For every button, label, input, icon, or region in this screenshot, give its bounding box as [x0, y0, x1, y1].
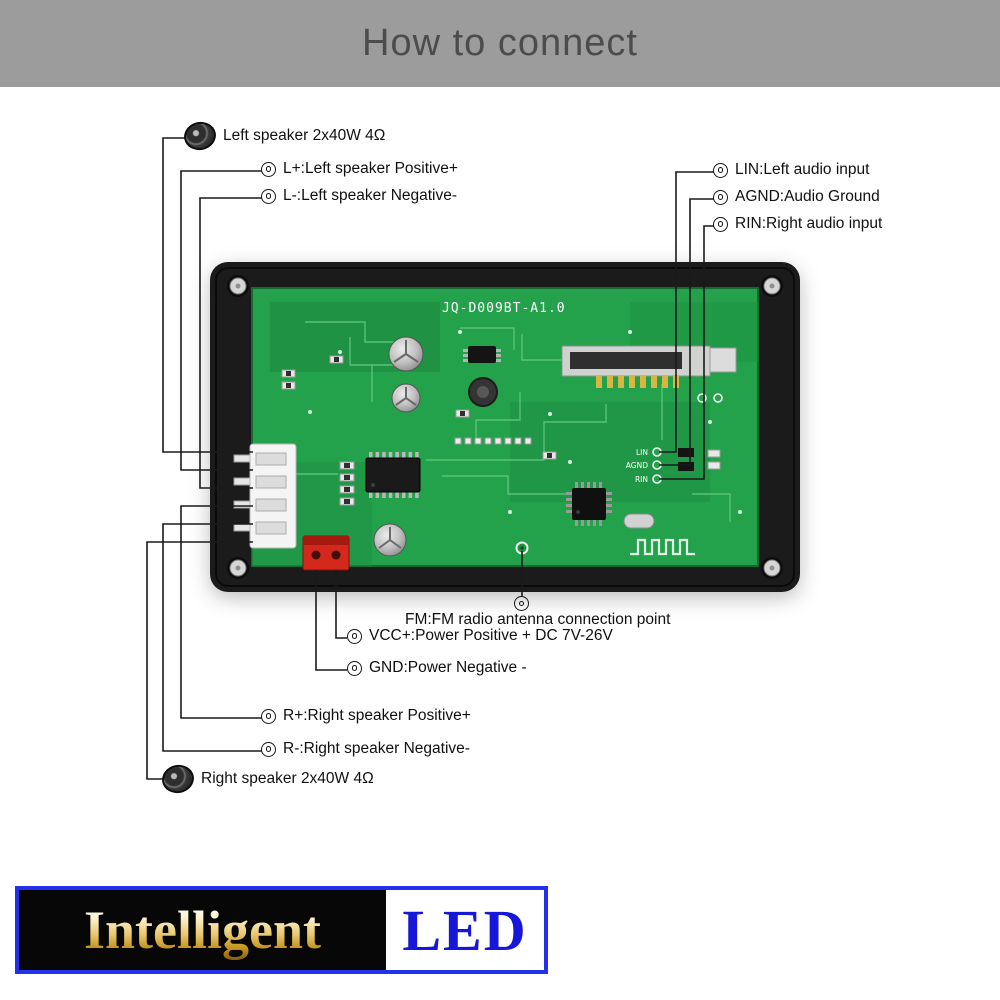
logo-left-panel: Intelligent: [19, 890, 386, 970]
label-l-minus: L-:Left speaker Negative-: [261, 187, 457, 205]
header-banner: How to connect: [0, 0, 1000, 87]
board-silkscreen-title: JQ-D009BT-A1.0: [442, 301, 566, 316]
label-gnd-text: GND:Power Negative -: [369, 659, 527, 676]
terminal-icon: [347, 628, 362, 644]
resistors: [281, 355, 557, 506]
speaker-icon: [159, 761, 197, 797]
terminal-icon: [713, 216, 728, 232]
label-r-minus: R-:Right speaker Negative-: [261, 740, 470, 758]
inductor: [468, 377, 498, 407]
label-fm: FM:FM radio antenna connection point: [405, 611, 670, 629]
label-lin-text: LIN:Left audio input: [735, 161, 870, 178]
pad-label-rin: RIN: [635, 475, 648, 484]
pad-label-agnd: AGND: [626, 461, 648, 470]
power-connector: [302, 535, 350, 571]
label-r-minus-text: R-:Right speaker Negative-: [283, 740, 470, 757]
terminal-icon: [514, 596, 529, 611]
pcb-antenna: [630, 538, 695, 556]
label-r-plus-text: R+:Right speaker Positive+: [283, 707, 471, 724]
label-left-speaker-text: Left speaker 2x40W 4Ω: [223, 127, 386, 144]
capacitor-large-1: [388, 336, 424, 372]
terminal-icon: [347, 660, 362, 676]
label-rin: RIN:Right audio input: [713, 215, 882, 233]
terminal-icon: [261, 188, 276, 204]
header-pad-row: [454, 437, 532, 445]
small-ic: [463, 346, 501, 363]
capacitor-large-2: [391, 383, 421, 413]
sop16-ic: [365, 452, 421, 498]
label-l-plus: L+:Left speaker Positive+: [261, 160, 458, 178]
terminal-icon: [261, 708, 276, 724]
terminal-icon: [713, 189, 728, 205]
label-vcc-text: VCC+:Power Positive + DC 7V-26V: [369, 627, 613, 644]
label-r-plus: R+:Right speaker Positive+: [261, 707, 471, 725]
fm-terminal: [514, 596, 529, 611]
label-gnd: GND:Power Negative -: [347, 659, 527, 677]
brand-logo: Intelligent LED: [15, 886, 548, 974]
main-ic: [566, 482, 612, 526]
pad-hole: [713, 393, 723, 403]
logo-right-panel: LED: [386, 890, 544, 970]
fm-antenna-pad: [515, 541, 529, 555]
pcb-board: JQ-D009BT-A1.0: [210, 262, 800, 592]
label-l-minus-text: L-:Left speaker Negative-: [283, 187, 458, 204]
label-agnd: AGND:Audio Ground: [713, 188, 880, 206]
label-left-speaker: Left speaker 2x40W 4Ω: [181, 118, 386, 154]
logo-led-text: LED: [402, 897, 528, 963]
crystal-oscillator: [623, 513, 655, 529]
label-fm-text: FM:FM radio antenna connection point: [405, 611, 671, 628]
terminal-icon: [261, 161, 276, 177]
speaker-icon: [181, 118, 219, 154]
terminal-icon: [713, 162, 728, 178]
label-right-speaker-text: Right speaker 2x40W 4Ω: [201, 770, 374, 787]
capacitor-large-3: [373, 523, 407, 557]
label-right-speaker: Right speaker 2x40W 4Ω: [159, 761, 374, 797]
logo-brand-text: Intelligent: [78, 899, 327, 961]
terminal-icon: [261, 741, 276, 757]
label-lin: LIN:Left audio input: [713, 161, 869, 179]
pad-label-lin: LIN: [636, 448, 648, 457]
label-vcc: VCC+:Power Positive + DC 7V-26V: [347, 627, 613, 645]
pcb-board-graphic: JQ-D009BT-A1.0: [210, 262, 800, 592]
label-agnd-text: AGND:Audio Ground: [735, 188, 880, 205]
label-l-plus-text: L+:Left speaker Positive+: [283, 160, 458, 177]
label-rin-text: RIN:Right audio input: [735, 215, 883, 232]
page-title: How to connect: [362, 22, 638, 64]
